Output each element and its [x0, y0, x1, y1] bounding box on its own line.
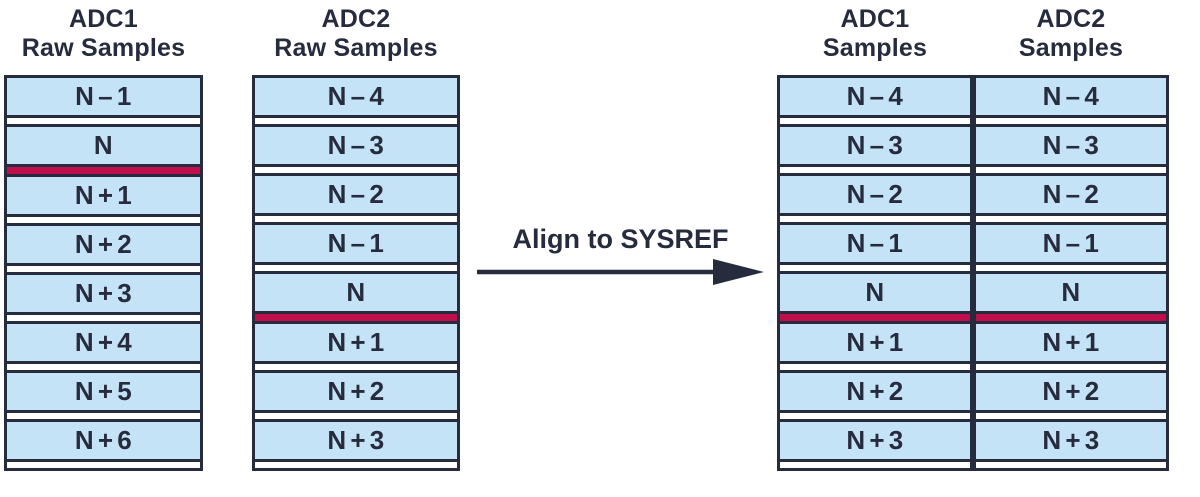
adc2-aligned-samples-stack: N – 4 N – 3 N – 2 N – 1 N N + 1 N + 2 N + 3 [973, 74, 1169, 471]
sample-cell: N [976, 273, 1166, 311]
adc2-raw-samples-stack: N – 4 N – 3 N – 2 N – 1 N N + 1 N + 2 N + 3 [252, 74, 460, 471]
sample-cell: N – 4 [976, 77, 1166, 115]
adc2-aligned-samples-title: ADC2 Samples [1019, 5, 1123, 64]
adc1-aligned-samples-stack: N – 4 N – 3 N – 2 N – 1 N N + 1 N + 2 N + 3 [777, 74, 973, 471]
sample-cell: N – 4 [780, 77, 970, 115]
sysref-marker-strip [780, 313, 970, 321]
sample-cell: N – 4 [255, 77, 457, 115]
adc1-raw-samples-stack: N – 1 N N + 1 N + 2 N + 3 N + 4 N + 5 N + 6 [4, 74, 203, 471]
sample-cell: N + 6 [7, 421, 200, 459]
sample-cell: N [7, 126, 200, 164]
sample-cell: N + 2 [7, 225, 200, 263]
sample-cell: N – 1 [255, 224, 457, 262]
cell-separator-strip [255, 264, 457, 271]
sysref-marker-strip [7, 166, 200, 174]
cell-separator-strip [780, 166, 970, 173]
cell-separator-strip [976, 412, 1166, 419]
cell-separator-strip [976, 215, 1166, 222]
sample-cell: N [255, 273, 457, 311]
cell-separator-strip [780, 215, 970, 222]
column-title-line1: ADC1 [69, 5, 138, 33]
cell-separator-strip [780, 363, 970, 370]
cell-separator-strip [255, 166, 457, 173]
sample-cell: N + 1 [255, 323, 457, 361]
sample-cell: N – 3 [255, 126, 457, 164]
adc1-aligned-samples-title: ADC1 Samples [823, 5, 927, 64]
column-title-line1: ADC2 [1036, 5, 1106, 33]
sample-cell: N – 1 [780, 224, 970, 262]
cell-separator-strip [976, 363, 1166, 370]
column-title-line2: Raw Samples [21, 34, 186, 63]
adc1-raw-samples-title: ADC1 Raw Samples [22, 5, 185, 64]
sample-cell: N + 2 [255, 372, 457, 410]
sample-cell: N – 1 [7, 77, 200, 115]
cell-separator-strip [976, 461, 1166, 468]
cell-separator-strip [7, 117, 200, 124]
cell-separator-strip [780, 117, 970, 124]
adc2-raw-samples-title: ADC2 Raw Samples [274, 5, 437, 64]
cell-separator-strip [7, 461, 200, 468]
sample-cell: N – 3 [780, 126, 970, 164]
sample-cell: N [780, 273, 970, 311]
sample-cell: N + 3 [7, 274, 200, 312]
cell-separator-strip [7, 265, 200, 272]
cell-separator-strip [255, 412, 457, 419]
sample-cell: N + 2 [976, 372, 1166, 410]
cell-separator-strip [255, 363, 457, 370]
column-title-line2: Samples [1018, 34, 1124, 63]
sample-cell: N + 1 [7, 176, 200, 214]
sysref-marker-strip [976, 313, 1166, 321]
sample-cell: N + 3 [780, 421, 970, 459]
sample-cell: N + 2 [780, 372, 970, 410]
sample-cell: N – 3 [976, 126, 1166, 164]
cell-separator-strip [255, 461, 457, 468]
cell-separator-strip [780, 412, 970, 419]
cell-separator-strip [7, 363, 200, 370]
sample-cell: N + 4 [7, 323, 200, 361]
align-to-sysref-label: Align to SYSREF [512, 224, 729, 254]
sample-cell: N – 1 [976, 224, 1166, 262]
sample-cell: N + 3 [255, 421, 457, 459]
sample-cell: N – 2 [780, 175, 970, 213]
cell-separator-strip [780, 461, 970, 468]
column-title-line2: Raw Samples [274, 34, 438, 63]
cell-separator-strip [7, 412, 200, 419]
cell-separator-strip [255, 215, 457, 222]
column-title-line1: ADC2 [321, 5, 391, 33]
sample-cell: N + 3 [976, 421, 1166, 459]
cell-separator-strip [976, 117, 1166, 124]
sample-cell: N + 1 [780, 323, 970, 361]
cell-separator-strip [976, 264, 1166, 271]
cell-separator-strip [7, 216, 200, 223]
column-title-line2: Samples [822, 34, 928, 63]
sample-cell: N – 2 [255, 175, 457, 213]
align-to-sysref-arrow: Align to SYSREF [477, 224, 764, 287]
sample-cell: N + 1 [976, 323, 1166, 361]
cell-separator-strip [255, 117, 457, 124]
column-title-line1: ADC1 [840, 5, 910, 33]
cell-separator-strip [7, 314, 200, 321]
sample-cell: N – 2 [976, 175, 1166, 213]
cell-separator-strip [780, 264, 970, 271]
sysref-marker-strip [255, 313, 457, 321]
cell-separator-strip [976, 166, 1166, 173]
sample-cell: N + 5 [7, 372, 200, 410]
right-arrow-icon [477, 259, 764, 285]
